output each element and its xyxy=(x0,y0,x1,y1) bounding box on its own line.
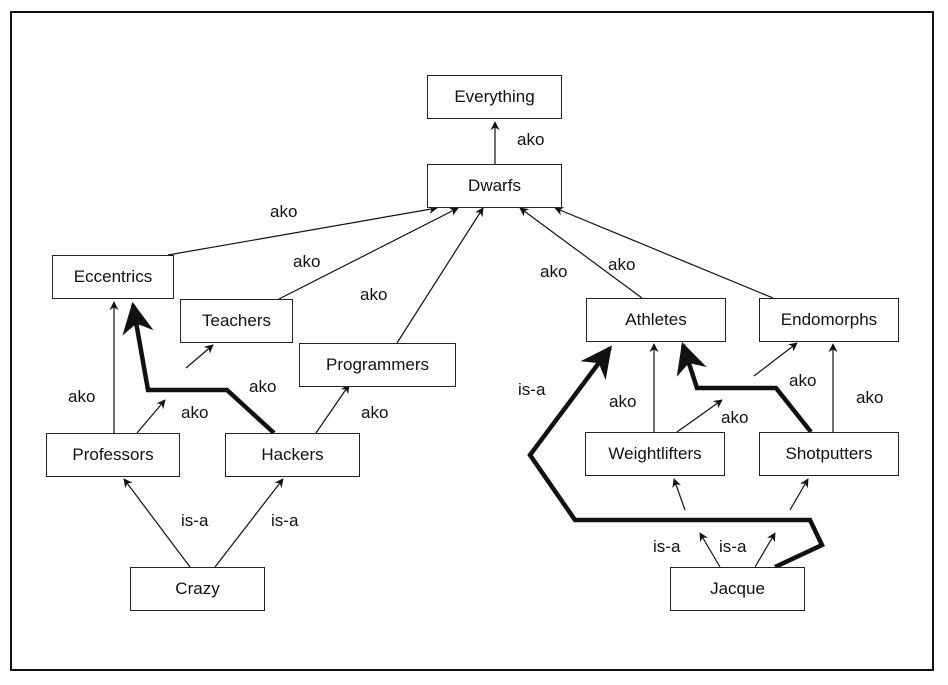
edge-label-is-a: is-a xyxy=(518,380,546,399)
node-crazy: Crazy xyxy=(130,567,265,611)
edge-arrow-stub xyxy=(753,342,798,377)
edge-jacque-to-athletes xyxy=(527,345,826,570)
node-endomorphs: Endomorphs xyxy=(759,298,899,342)
edge-shotputters-to-athletes xyxy=(676,342,813,434)
edge-jacque-to-weightlifters xyxy=(699,532,721,568)
edge-label-ako: ako xyxy=(721,408,749,427)
edge-label-ako: ako xyxy=(181,403,209,422)
node-shotputters: Shotputters xyxy=(759,432,899,476)
node-label: Jacque xyxy=(710,579,765,598)
edge-label-ako: ako xyxy=(517,130,545,149)
edge-label-is-a: is-a xyxy=(653,537,681,556)
edge-teachers-to-dwarfs xyxy=(278,207,459,300)
edge-label-ako: ako xyxy=(249,377,277,396)
edge-label-ako: ako xyxy=(360,285,388,304)
node-label: Hackers xyxy=(261,445,324,464)
node-label: Professors xyxy=(72,445,154,464)
node-label: Endomorphs xyxy=(780,310,878,329)
edge-professors-to-teachers xyxy=(136,399,166,434)
node-programmers: Programmers xyxy=(299,343,456,387)
node-label: Crazy xyxy=(175,579,220,598)
node-label: Weightlifters xyxy=(608,444,702,463)
edge-label-is-a: is-a xyxy=(181,511,209,530)
node-label: Programmers xyxy=(326,355,429,374)
node-athletes: Athletes xyxy=(586,298,726,342)
node-label: Shotputters xyxy=(785,444,873,463)
node-label: Everything xyxy=(454,87,535,106)
edge-endomorphs-to-dwarfs xyxy=(554,206,774,299)
node-label: Dwarfs xyxy=(468,176,521,195)
edge-label-ako: ako xyxy=(856,388,884,407)
edge-label-ako: ako xyxy=(68,387,96,406)
node-professors: Professors xyxy=(46,433,180,477)
edge-label-ako: ako xyxy=(609,392,637,411)
edge-weightlifters-to-endomorphs xyxy=(676,399,723,433)
edge-label-ako: ako xyxy=(608,255,636,274)
edge-athletes-to-dwarfs xyxy=(519,207,643,299)
edge-hackers-to-programmers xyxy=(315,384,350,434)
node-weightlifters: Weightlifters xyxy=(585,432,725,476)
edge-programmers-to-dwarfs xyxy=(396,207,484,344)
edge-label-ako: ako xyxy=(293,252,321,271)
edge-label-ako: ako xyxy=(540,262,568,281)
edge-arrow-stub xyxy=(789,478,809,511)
edge-arrow-stub xyxy=(672,478,686,511)
node-label: Teachers xyxy=(202,311,271,330)
diagram-frame xyxy=(10,11,934,671)
node-everything: Everything xyxy=(427,75,562,119)
node-eccentrics: Eccentrics xyxy=(52,255,174,299)
edge-hackers-to-eccentrics xyxy=(122,301,276,435)
edge-jacque-to-shotputters xyxy=(754,532,776,568)
node-jacque: Jacque xyxy=(670,567,805,611)
edge-label-is-a: is-a xyxy=(271,511,299,530)
edge-label-ako: ako xyxy=(789,371,817,390)
edge-eccentrics-to-dwarfs xyxy=(167,204,438,256)
node-label: Athletes xyxy=(625,310,687,329)
edge-crazy-to-professors xyxy=(123,478,191,568)
node-teachers: Teachers xyxy=(180,299,293,343)
edge-label-is-a: is-a xyxy=(719,537,747,556)
edge-label-ako: ako xyxy=(270,202,298,221)
node-dwarfs: Dwarfs xyxy=(427,164,562,208)
edge-crazy-to-hackers xyxy=(214,478,284,568)
node-label: Eccentrics xyxy=(73,267,153,286)
edge-label-ako: ako xyxy=(361,403,389,422)
node-hackers: Hackers xyxy=(225,433,360,477)
edge-arrow-stub xyxy=(185,344,214,369)
